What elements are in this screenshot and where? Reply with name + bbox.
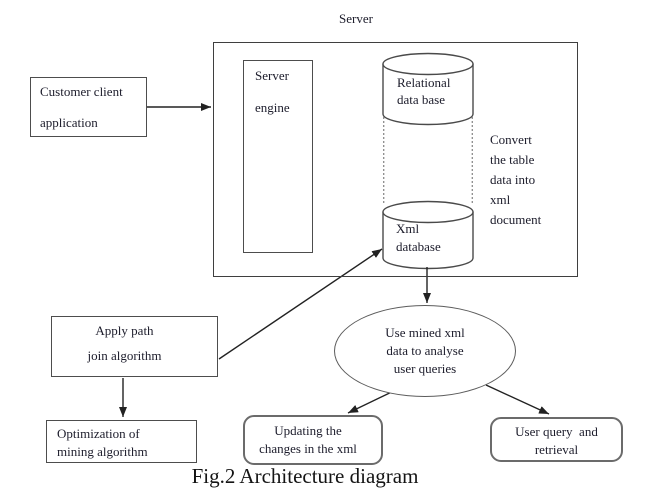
convert-note: Convert the table data into xml document	[490, 130, 541, 230]
convert-note-line: Convert	[490, 132, 532, 147]
convert-note-line: xml	[490, 192, 511, 207]
server-container-box	[213, 42, 578, 277]
analyse-queries-line: user queries	[393, 361, 457, 376]
updating-xml-box: Updating the changes in the xml	[243, 415, 383, 465]
customer-client-line: Customer client	[40, 84, 123, 99]
convert-note-line: document	[490, 212, 542, 227]
server-engine-line: engine	[255, 100, 290, 115]
optimization-line: Optimization of	[57, 426, 140, 441]
relational-db-cylinder	[382, 52, 474, 126]
customer-client-line: application	[40, 115, 98, 130]
analyse-queries-line: data to analyse	[386, 343, 464, 358]
server-engine-box: Server engine	[243, 60, 313, 253]
convert-note-line: data into	[490, 172, 536, 187]
optimization-line: mining algorithm	[57, 444, 148, 459]
server-engine-line: Server	[255, 68, 289, 83]
server-title-label: Server	[339, 11, 373, 26]
updating-xml-line: Updating the	[274, 423, 342, 438]
relational-db-label: Relational data base	[397, 74, 450, 108]
xml-db-line: Xml	[396, 221, 420, 236]
user-query-box: User query and retrieval	[490, 417, 623, 462]
apply-path-line: join algorithm	[87, 348, 162, 363]
arrow-ellipse-to-userquery	[485, 384, 550, 415]
apply-path-line: Apply path	[95, 323, 154, 338]
updating-xml-line: changes in the xml	[259, 441, 357, 456]
customer-client-box: Customer client application	[30, 77, 147, 137]
analyse-queries-ellipse: Use mined xml data to analyse user queri…	[334, 305, 516, 397]
xml-db-label: Xml database	[396, 220, 441, 256]
apply-path-box: Apply path join algorithm	[51, 316, 218, 377]
figure-caption: Fig.2 Architecture diagram	[191, 464, 419, 488]
user-query-line: retrieval	[534, 442, 579, 457]
arrow-applypath-to-xmldb	[218, 248, 383, 360]
optimization-box: Optimization of mining algorithm	[46, 420, 197, 463]
xml-db-line: database	[396, 239, 441, 254]
relational-db-line: Relational	[397, 75, 451, 90]
user-query-line: User query and	[515, 424, 598, 439]
xml-db-cylinder	[382, 200, 474, 270]
convert-note-line: the table	[490, 152, 535, 167]
analyse-queries-line: Use mined xml	[385, 325, 465, 340]
relational-db-line: data base	[397, 92, 446, 107]
